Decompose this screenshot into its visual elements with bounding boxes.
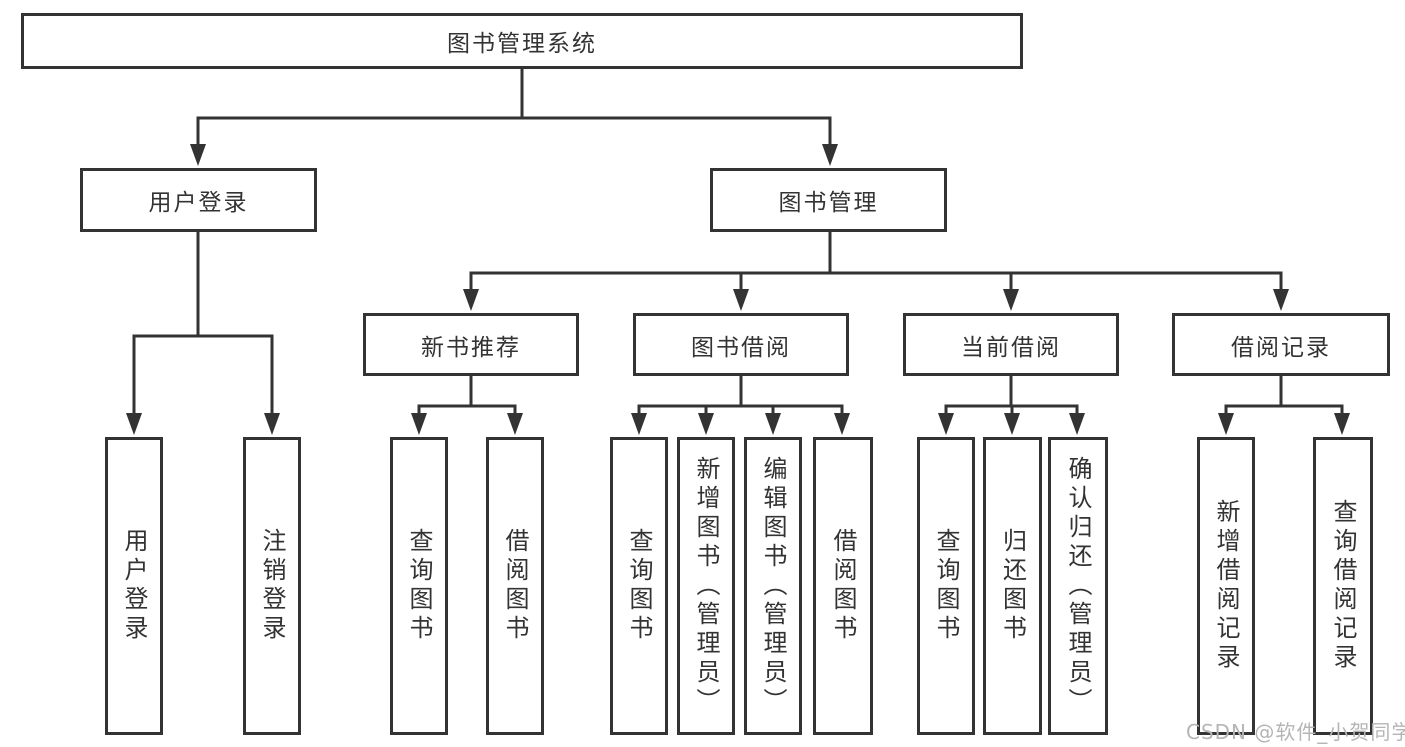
leaf-logout: 注销登录 [243,437,301,735]
leaf-query-borrow-record: 查询借阅记录 [1313,437,1373,735]
edge-bookmgmt-to-level3 [463,232,1289,311]
leaf-query-books-recommend: 查询图书 [390,437,448,735]
leaf-confirm-return-admin: 确认归还（管理员） [1048,437,1108,735]
node-user-login: 用户登录 [80,168,317,232]
edge-newrec-to-leaves [411,376,523,435]
node-library-system: 图书管理系统 [21,13,1023,69]
csdn-watermark: CSDN @软件_小贺同学 [1186,720,1405,744]
line-segment [132,232,274,414]
leaf-borrow-books-recommend: 借阅图书 [486,437,544,735]
leaf-label: 确认归还（管理员） [1064,455,1092,717]
arrowhead [733,289,749,311]
leaf-add-book-admin: 新增图书（管理员） [677,437,735,735]
arrowhead [1334,413,1350,435]
node-new-book-recommend: 新书推荐 [363,313,579,376]
edge-current-to-leaves [938,376,1085,435]
arrowhead [126,413,142,435]
leaf-label: 查询图书 [625,528,653,644]
leaf-label: 注销登录 [258,528,286,644]
node-label: 借阅记录 [1231,334,1331,361]
node-current-borrow: 当前借阅 [903,313,1119,376]
edge-records-to-leaves [1218,376,1350,435]
node-book-borrow: 图书借阅 [633,313,849,376]
node-borrow-records: 借阅记录 [1172,313,1390,376]
node-book-management: 图书管理 [710,168,947,232]
leaf-borrow-books: 借阅图书 [813,437,873,735]
node-label: 用户登录 [148,190,249,216]
arrowhead [190,144,206,166]
leaf-label: 用户登录 [120,528,148,644]
arrowhead [765,413,781,435]
arrowhead [1069,413,1085,435]
line-segment [469,232,1283,290]
arrowhead [264,413,280,435]
leaf-label: 借阅图书 [501,528,529,644]
leaf-label: 归还图书 [998,528,1027,644]
arrowhead [834,413,850,435]
leaf-add-borrow-record: 新增借阅记录 [1197,437,1255,735]
leaf-query-books-borrow: 查询图书 [610,437,668,735]
node-label: 图书管理系统 [447,31,597,57]
node-label: 新书推荐 [421,334,521,361]
leaf-label: 查询图书 [405,528,433,644]
line-segment [1224,376,1344,414]
node-label: 图书借阅 [691,334,791,361]
arrowhead [1003,289,1019,311]
arrowhead [938,413,954,435]
leaf-label: 借阅图书 [829,528,857,644]
arrowhead [1004,413,1020,435]
arrowhead [507,413,523,435]
arrowhead [1218,413,1234,435]
leaf-return-book: 归还图书 [983,437,1042,735]
edge-root-to-level2 [190,69,838,166]
leaf-user-login: 用户登录 [105,437,163,735]
line-segment [637,376,844,414]
leaf-label: 新增借阅记录 [1212,499,1240,673]
leaf-label: 查询借阅记录 [1329,499,1357,673]
arrowhead [698,413,714,435]
arrowhead [411,413,427,435]
leaf-label: 新增图书（管理员） [692,455,720,717]
node-label: 图书管理 [778,190,879,216]
line-segment [944,376,1079,414]
line-segment [196,69,832,146]
edge-bookborrow-to-leaves [631,376,850,435]
node-label: 当前借阅 [961,334,1061,361]
leaf-label: 查询图书 [932,528,960,644]
leaf-query-books-current: 查询图书 [917,437,975,735]
arrowhead [1273,289,1289,311]
arrowhead [822,144,838,166]
line-segment [417,376,517,414]
edge-userlogin-to-leaves [126,232,280,435]
leaf-edit-book-admin: 编辑图书（管理员） [744,437,802,735]
leaf-label: 编辑图书（管理员） [759,455,787,717]
arrowhead [631,413,647,435]
arrowhead [463,289,479,311]
